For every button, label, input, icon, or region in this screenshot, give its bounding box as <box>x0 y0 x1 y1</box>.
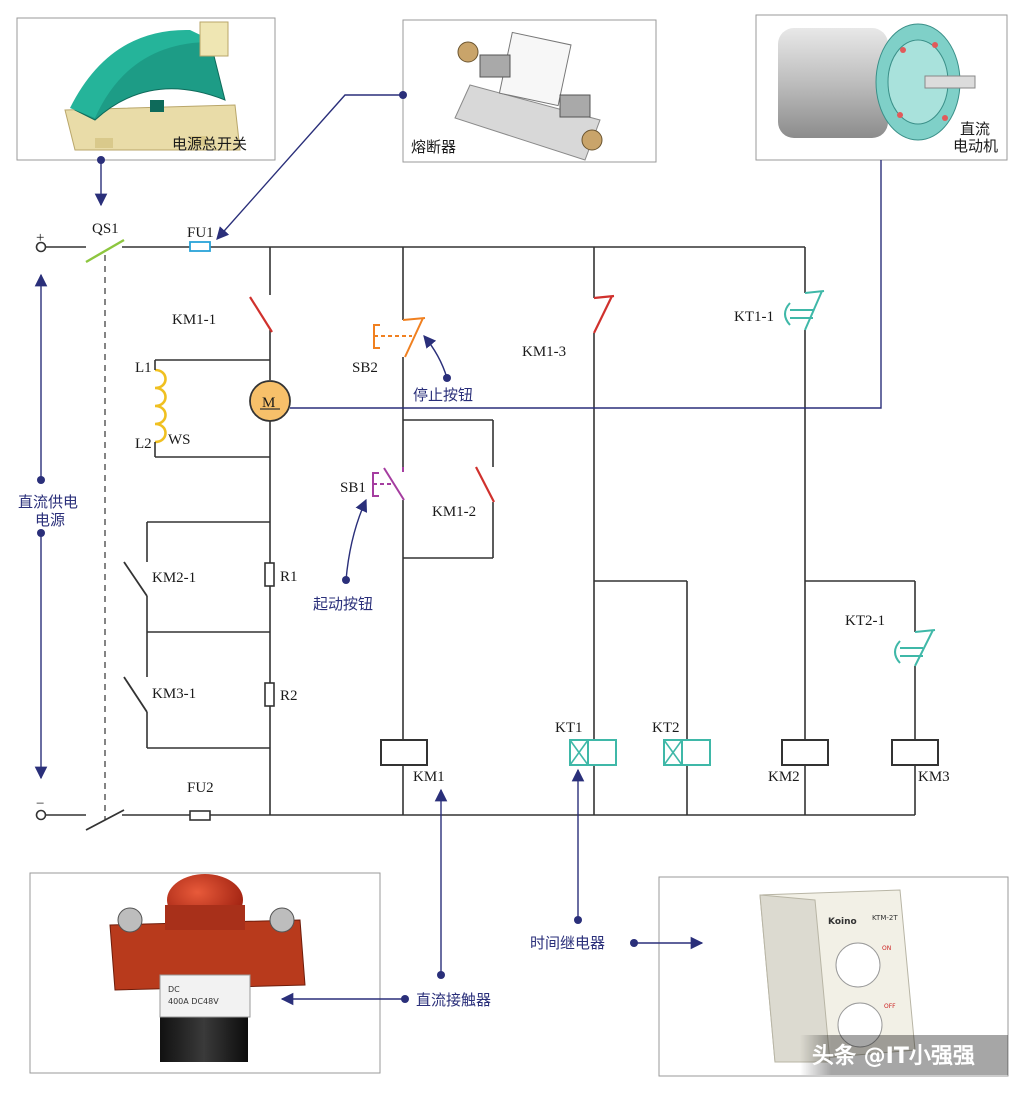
contactor-illustration: DC 400A DC48V <box>109 874 306 1062</box>
fuse-illustration <box>454 31 603 161</box>
fu1-label: FU1 <box>187 225 214 241</box>
watermark: 头条 @IT小强强 <box>800 1035 1008 1075</box>
plus-terminal <box>35 241 47 253</box>
r1-label: R1 <box>280 569 298 585</box>
km1-3-label: KM1-3 <box>522 344 566 360</box>
sb1-start-button <box>372 467 405 501</box>
kt1-label: KT1 <box>555 720 583 736</box>
km3-1-label: KM3-1 <box>152 686 196 702</box>
fu1-fuse <box>189 241 211 252</box>
dc-power-label-line2: 电源 <box>35 511 65 529</box>
sb2-stop-button <box>373 317 426 358</box>
dc-power-label-line1: 直流供电 <box>18 493 78 511</box>
fu2-fuse <box>189 810 211 821</box>
km1-2-label: KM1-2 <box>432 504 476 520</box>
km1-3-contact <box>593 294 615 334</box>
time-relay-illustration: Koino KTM-2T ON OFF <box>759 889 916 1063</box>
relay-off-text: OFF <box>884 1003 896 1010</box>
minus-terminal <box>35 809 47 821</box>
r2-label: R2 <box>280 688 298 704</box>
dc-motor-label-line2: 电动机 <box>953 137 998 155</box>
start-button-label: 起动按钮 <box>313 595 373 613</box>
motor-illustration <box>778 23 976 141</box>
km2-coil <box>781 739 829 766</box>
fu2-label: FU2 <box>187 780 214 796</box>
qs1-switch <box>85 238 125 831</box>
stop-button-label: 停止按钮 <box>413 386 473 404</box>
power-terminals: + − <box>35 230 47 821</box>
km1-coil <box>380 739 428 766</box>
sb2-label: SB2 <box>352 360 378 376</box>
time-relay-label: 时间继电器 <box>530 934 605 952</box>
dc-contactor-photo: DC 400A DC48V <box>29 872 381 1074</box>
km1-1-contact <box>249 296 273 333</box>
kt2-coil <box>663 739 711 766</box>
motor-letter: M <box>262 395 275 411</box>
contactor-plate-text-1: DC <box>168 985 180 994</box>
watermark-text: 头条 @IT小强强 <box>812 1043 975 1069</box>
qs1-label: QS1 <box>92 221 119 237</box>
km2-label: KM2 <box>768 769 800 785</box>
km2-1-contact <box>123 561 148 597</box>
plus-sign: + <box>36 230 44 246</box>
km3-1-contact <box>123 676 148 713</box>
kt2-label: KT2 <box>652 720 680 736</box>
kt1-1-label: KT1-1 <box>734 309 774 325</box>
ws-label: WS <box>168 432 191 448</box>
r2-resistor <box>264 682 275 707</box>
kt2-1-delayed-contact <box>894 629 936 667</box>
circuit-wiring <box>46 246 916 816</box>
dc-contactor-label: 直流接触器 <box>416 991 491 1009</box>
km3-label: KM3 <box>918 769 950 785</box>
fuse-photo: 熔断器 <box>402 19 657 163</box>
km1-1-label: KM1-1 <box>172 312 216 328</box>
minus-sign: − <box>36 796 44 812</box>
kt2-1-label: KT2-1 <box>845 613 885 629</box>
km1-label: KM1 <box>413 769 445 785</box>
main-switch-photo: 电源总开关 <box>16 17 276 161</box>
motor-symbol <box>249 380 291 422</box>
r1-resistor <box>264 562 275 587</box>
kt1-coil <box>569 739 617 766</box>
l2-label: L2 <box>135 436 152 452</box>
field-winding-coil <box>154 368 167 444</box>
relay-on-text: ON <box>882 945 891 952</box>
knife-switch-illustration <box>64 21 241 151</box>
dc-motor-label-line1: 直流 <box>960 120 990 138</box>
dc-motor-photo: 直流 电动机 <box>755 14 1008 161</box>
km3-coil <box>891 739 939 766</box>
sb1-label: SB1 <box>340 480 366 496</box>
contactor-plate-text-2: 400A DC48V <box>168 997 219 1006</box>
fuse-label: 熔断器 <box>411 138 456 156</box>
relay-model: KTM-2T <box>872 914 898 922</box>
km1-2-contact <box>475 466 495 503</box>
l1-label: L1 <box>135 360 152 376</box>
annotation-pointers <box>34 91 882 1006</box>
relay-brand: Koino <box>828 917 857 927</box>
kt1-1-delayed-contact <box>784 290 825 331</box>
km2-1-label: KM2-1 <box>152 570 196 586</box>
main-switch-label: 电源总开关 <box>172 135 247 153</box>
